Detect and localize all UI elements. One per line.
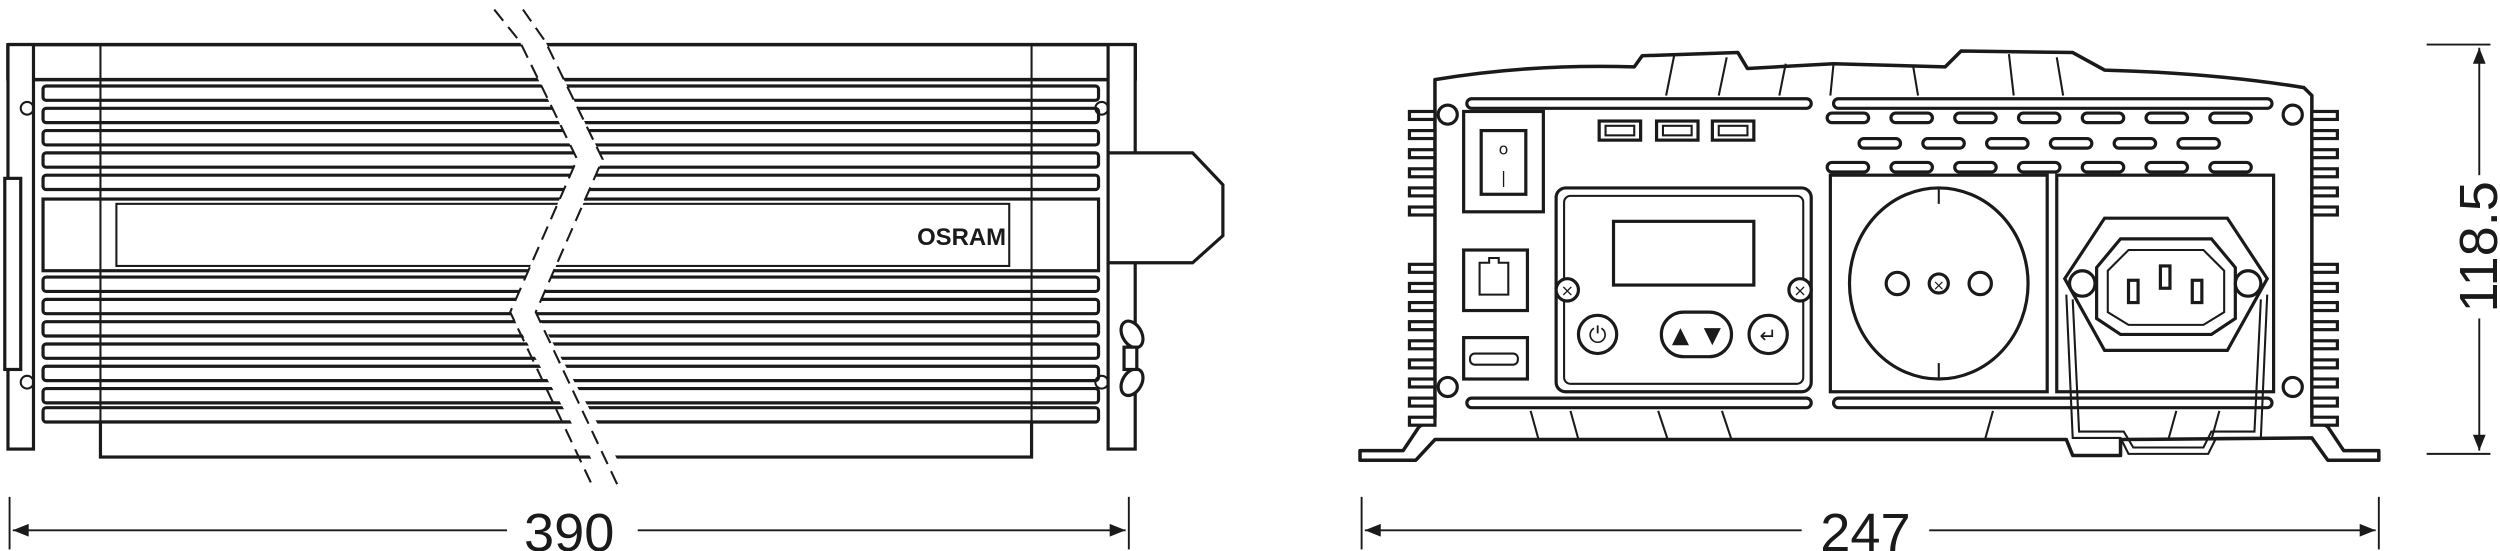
vent-slot (2016, 160, 2062, 174)
wing-nut-icon (1119, 319, 1145, 398)
side-view: OSRAM 390 (3, 8, 1225, 551)
comb-fin (1407, 396, 1437, 408)
indicator-leds (1597, 119, 1756, 142)
display-control-panel: × × ⏻ ▲ ▼ ↵ (1554, 186, 1813, 394)
comb-fin (2310, 339, 2339, 351)
vent-slot (2080, 111, 2126, 125)
length-dimension: 390 (8, 496, 1130, 551)
vent-slot (2208, 111, 2253, 125)
vent-slot (1985, 136, 2030, 150)
svg-text:×: × (1561, 281, 1574, 300)
width-dimension: 247 (1360, 496, 2380, 551)
vent-slot (1825, 111, 1871, 125)
comb-fin (1407, 300, 1437, 313)
vent-slot (2208, 160, 2253, 174)
vent-slot (1889, 160, 1934, 174)
vent-slot (2080, 160, 2126, 174)
housing-outline (1358, 49, 2381, 462)
height-dimension: 118.5 (2426, 43, 2500, 455)
comb-fin (2310, 109, 2339, 122)
comb-fin (2310, 300, 2339, 313)
comb-fin (2310, 358, 2339, 370)
comb-fin (2310, 205, 2339, 217)
rj-port[interactable] (1462, 248, 1530, 313)
vent-slot (1921, 136, 1966, 150)
side-bottom-plate (98, 420, 1034, 459)
comb-fin (1407, 205, 1437, 217)
comb-fin (1407, 167, 1437, 179)
power-button[interactable]: ⏻ (1576, 313, 1619, 356)
iec-inlet[interactable] (2055, 173, 2276, 455)
comb-fin (2310, 167, 2339, 179)
arrow-up-icon[interactable]: ▲ (1672, 322, 1690, 348)
switch-on-symbol: | (1501, 168, 1506, 187)
comb-fin (2310, 262, 2339, 274)
comb-fin (2310, 281, 2339, 294)
side-heatsink-fins (1407, 109, 2339, 427)
comb-fin (1407, 262, 1437, 274)
mounting-screws (1436, 103, 2304, 399)
comb-fin (2310, 186, 2339, 198)
svg-text:↵: ↵ (1759, 323, 1776, 347)
vent-slot (2144, 111, 2190, 125)
length-value: 390 (524, 503, 614, 551)
vent-slot (1953, 160, 1998, 174)
arrow-down-icon[interactable]: ▼ (1704, 322, 1722, 348)
power-switch[interactable]: o | (1462, 109, 1545, 214)
vent-slot (2144, 160, 2190, 174)
vent-slot (2016, 111, 2062, 125)
comb-fin (2310, 320, 2339, 332)
comb-fin (1407, 186, 1437, 198)
comb-fin (2310, 396, 2339, 408)
side-top-rail (6, 42, 1137, 82)
vent-slot (1889, 111, 1934, 125)
comb-fin (2310, 415, 2339, 427)
schuko-socket[interactable]: × (1828, 173, 2049, 394)
fin (41, 342, 1101, 360)
fin (41, 275, 1101, 294)
svg-text:⏻: ⏻ (1589, 322, 1607, 348)
enter-button[interactable]: ↵ (1747, 313, 1789, 356)
up-down-buttons[interactable]: ▲ ▼ (1659, 310, 1734, 359)
comb-fin (1407, 128, 1437, 141)
vent-slots (1825, 111, 2253, 174)
comb-fin (1407, 109, 1437, 122)
vent-slot (1825, 160, 1871, 174)
comb-fin (1407, 415, 1437, 427)
front-view: o | × × ⏻ ▲ ▼ ↵ (1358, 43, 2500, 551)
osram-logo: OSRAM (917, 224, 1006, 251)
fin (41, 151, 1101, 169)
comb-fin (1407, 377, 1437, 389)
height-value: 118.5 (2449, 181, 2500, 312)
output-connector (1106, 151, 1225, 265)
comb-fin (1407, 339, 1437, 351)
usb-port[interactable] (1462, 336, 1530, 381)
vent-slot (2112, 136, 2158, 150)
fin (41, 320, 1101, 338)
comb-fin (2310, 128, 2339, 141)
comb-fin (1407, 358, 1437, 370)
comb-fin (2310, 377, 2339, 389)
svg-text:×: × (1793, 281, 1806, 300)
svg-text:×: × (1933, 278, 1945, 294)
fin (41, 297, 1101, 316)
comb-fin (2310, 148, 2339, 160)
lcd-display (1611, 219, 1756, 287)
break-gap (510, 41, 619, 462)
top-fin-lines (1529, 54, 2221, 440)
vent-slot (1857, 136, 1903, 150)
width-value: 247 (1820, 503, 1910, 551)
switch-off-symbol: o (1499, 139, 1509, 158)
comb-fin (1407, 281, 1437, 294)
side-panel-left (3, 176, 23, 372)
vent-slot (1953, 111, 1998, 125)
vent-slot (2048, 136, 2094, 150)
comb-fin (1407, 320, 1437, 332)
comb-fin (1407, 148, 1437, 160)
vent-slot (2176, 136, 2221, 150)
